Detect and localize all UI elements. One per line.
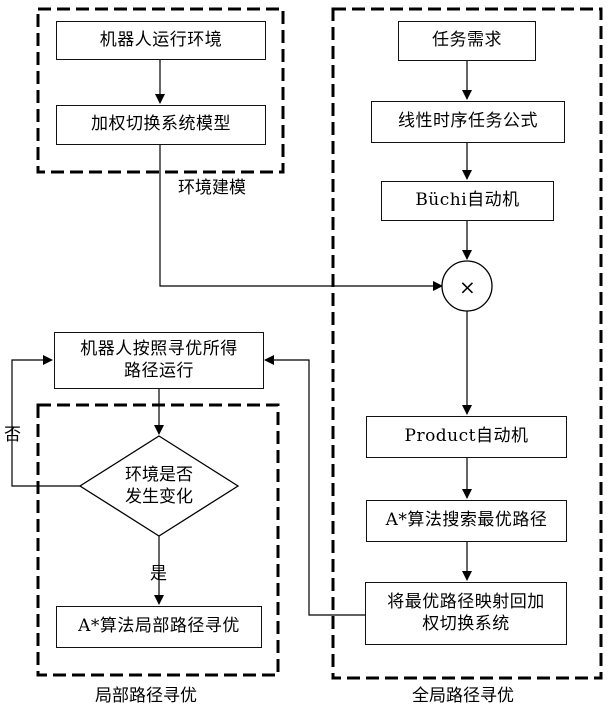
astar-local-label: A*算法局部路径寻优 bbox=[78, 616, 240, 637]
buchi-automaton-box: Büchi自动机 bbox=[381, 181, 554, 221]
map-back-label-line2: 权切换系统 bbox=[422, 614, 510, 635]
robot-env-box: 机器人运行环境 bbox=[56, 21, 266, 60]
buchi-automaton-label: Büchi自动机 bbox=[415, 190, 519, 211]
decision-label-line2: 发生变化 bbox=[99, 486, 219, 508]
decision-label: 环境是否 发生变化 bbox=[99, 464, 219, 508]
ltl-formula-box: 线性时序任务公式 bbox=[371, 101, 565, 143]
product-symbol: × bbox=[459, 275, 476, 299]
robot-env-label: 机器人运行环境 bbox=[100, 30, 223, 51]
weighted-switch-model-box: 加权切换系统模型 bbox=[56, 105, 266, 145]
task-requirement-box: 任务需求 bbox=[398, 21, 536, 61]
group-label-local-opt: 局部路径寻优 bbox=[95, 686, 197, 706]
astar-local-box: A*算法局部路径寻优 bbox=[56, 606, 262, 648]
product-automaton-box: Product自动机 bbox=[366, 416, 567, 458]
edge-mapback-to-robot-run bbox=[265, 360, 365, 615]
decision-label-line1: 环境是否 bbox=[99, 464, 219, 486]
robot-run-box: 机器人按照寻优所得 路径运行 bbox=[54, 332, 264, 389]
map-back-label-line1: 将最优路径映射回加 bbox=[387, 592, 545, 613]
edge-label-yes: 是 bbox=[150, 564, 167, 584]
robot-run-label-line2: 路径运行 bbox=[124, 361, 194, 382]
weighted-switch-model-label: 加权切换系统模型 bbox=[91, 114, 231, 135]
astar-global-box: A*算法搜索最优路径 bbox=[366, 500, 567, 542]
task-requirement-label: 任务需求 bbox=[432, 30, 502, 51]
robot-run-label-line1: 机器人按照寻优所得 bbox=[80, 339, 238, 360]
map-back-box: 将最优路径映射回加 权切换系统 bbox=[365, 582, 567, 645]
group-label-env-modeling: 环境建模 bbox=[178, 178, 246, 198]
ltl-formula-label: 线性时序任务公式 bbox=[398, 111, 538, 132]
group-label-global-opt: 全局路径寻优 bbox=[412, 686, 514, 706]
product-automaton-label: Product自动机 bbox=[405, 426, 529, 447]
edge-label-no: 否 bbox=[4, 425, 21, 445]
astar-global-label: A*算法搜索最优路径 bbox=[386, 510, 548, 531]
